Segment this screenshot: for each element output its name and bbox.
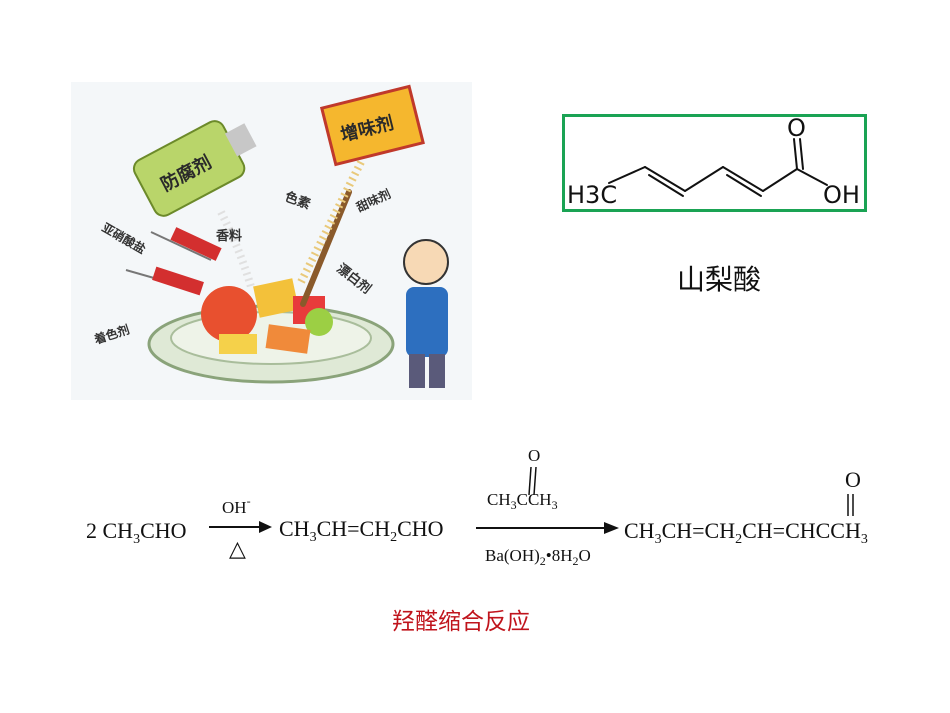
reaction-name: 羟醛缩合反应 (392, 609, 530, 635)
intermediate: CH3CH=CH2CHO (279, 516, 444, 545)
reaction-arrow-2 (476, 522, 619, 534)
reaction-arrow-1 (209, 521, 272, 533)
atom-o: O (787, 117, 806, 142)
reactant-coef: 2 (86, 518, 97, 543)
fork (300, 189, 352, 307)
label-nitrite: 亚硝酸盐 (100, 220, 149, 257)
product: CH3CH=CH2CH=CHCCH3 (624, 518, 868, 547)
syringe-2 (125, 266, 204, 296)
food-pieces (253, 278, 299, 318)
worried-person (403, 239, 449, 388)
tomato (201, 286, 257, 342)
label-spice: 香料 (215, 228, 242, 244)
sorbic-acid-structure: H3C O OH (567, 114, 860, 209)
reagent-double-bond (528, 466, 537, 496)
label-colorant: 色素 (283, 189, 313, 213)
atom-h3c: H3C (567, 181, 617, 209)
product-carbonyl-o: O (845, 467, 861, 492)
label-coloring-agent: 着色剂 (91, 321, 131, 347)
atom-oh: OH (823, 181, 860, 209)
syringe-1 (150, 227, 222, 261)
structure-box: H3C O OH (562, 114, 867, 212)
compound-name: 山梨酸 (677, 263, 762, 296)
food-additives-cartoon: 防腐剂 增味剂 色素 香料 甜味剂 亚硝酸盐 漂白剂 (71, 82, 472, 400)
condition-catalyst: Ba(OH)2•8H2O (485, 546, 591, 568)
condition-heat: △ (229, 536, 246, 561)
label-sweetener: 甜味剂 (354, 186, 393, 215)
reactant: 2 CH3CHO (86, 518, 187, 548)
product-double-bond (847, 494, 854, 516)
condition-base: OH- (222, 494, 251, 517)
flavor-enhancer-bag: 增味剂 (319, 84, 425, 167)
reagent-carbonyl-o: O (528, 446, 541, 465)
label-bleach: 漂白剂 (334, 261, 375, 298)
preservative-can: 防腐剂 (132, 120, 257, 217)
reactant-formula: CH3CHO (102, 518, 187, 547)
reagent-acetone: CH3CCH3 (487, 490, 558, 512)
